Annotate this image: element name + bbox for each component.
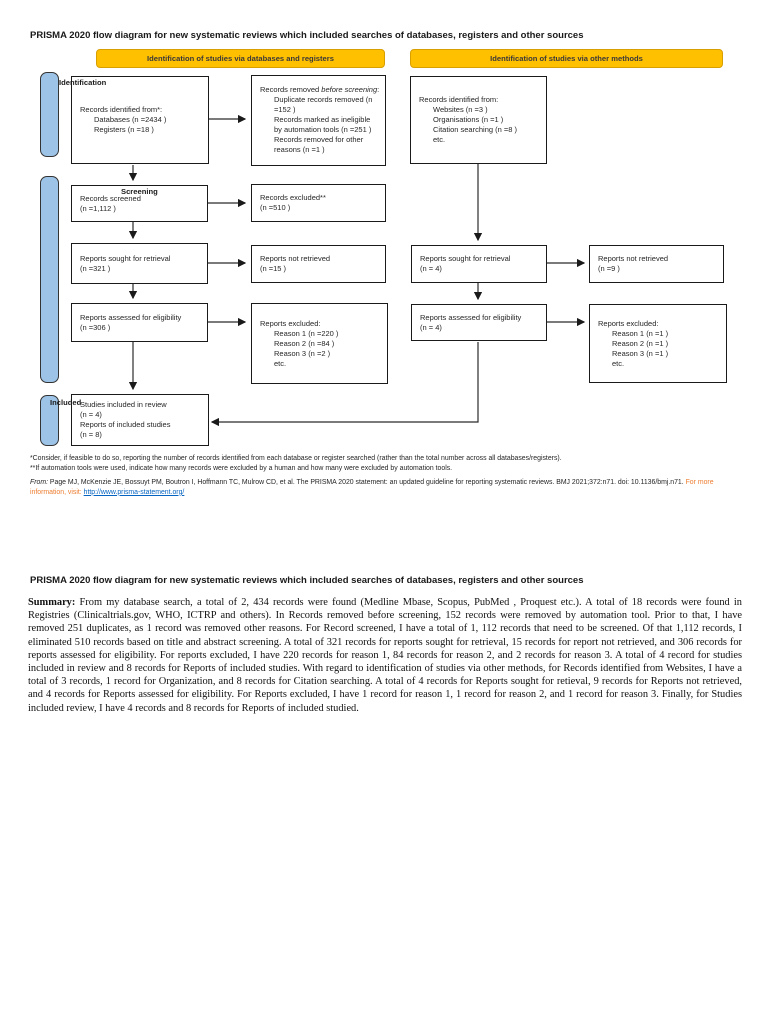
box-reports-assessed-eligibility: Reports assessed for eligibility (n =306…	[71, 303, 208, 342]
box-line: Reports not retrieved	[598, 254, 669, 263]
screening-stage-bar	[40, 176, 59, 383]
box-line: Records screened	[80, 193, 141, 203]
box-line: Reports of included studies	[80, 420, 171, 429]
box-records-identified-databases: Records identified from*: Databases (n =…	[71, 76, 209, 164]
box-other-reports-not-retrieved: Reports not retrieved (n =9 )	[589, 245, 724, 283]
box-reports-sought-retrieval: Reports sought for retrieval (n =321 )	[71, 243, 208, 284]
box-line: Records removed before screening:	[260, 85, 380, 94]
box-reports-not-retrieved: Reports not retrieved (n =15 )	[251, 245, 386, 283]
flow-arrows	[128, 114, 586, 427]
box-line: Reports excluded:	[260, 318, 321, 328]
box-reports-excluded-reasons: Reports excluded: Reason 1 (n =220 ) Rea…	[251, 303, 388, 384]
box-line: (n =9 )	[598, 264, 620, 273]
box-other-reports-sought: Reports sought for retrieval (n = 4)	[411, 245, 547, 283]
box-line: Records excluded**	[260, 193, 326, 202]
box-line: (n = 4)	[420, 322, 442, 332]
banner-databases-registers: Identification of studies via databases …	[96, 49, 385, 68]
box-line: (n =306 )	[80, 322, 111, 332]
box-studies-included: Studies included in review (n = 4) Repor…	[71, 394, 209, 446]
box-other-reports-assessed: Reports assessed for eligibility (n = 4)	[411, 304, 547, 341]
stage-label-included: Included	[50, 398, 82, 407]
summary-text: From my database search, a total of 2, 4…	[28, 597, 742, 714]
box-line: (n = 4)	[420, 264, 442, 273]
box-records-excluded: Records excluded** (n =510 )	[251, 184, 386, 222]
summary-label: Summary:	[28, 597, 76, 608]
box-line: Reason 3 (n =1 )	[612, 348, 669, 358]
box-line: Registers (n =18 )	[94, 125, 154, 134]
stage-label-identification: Identification	[59, 78, 107, 87]
box-line: Reports not retrieved	[260, 254, 331, 263]
box-line: Organisations (n =1 )	[433, 115, 504, 124]
prisma-statement-link[interactable]: http://www.prisma-statement.org/	[83, 488, 185, 496]
from-label: From:	[30, 479, 48, 487]
box-line: etc.	[433, 135, 446, 144]
citation: From: Page MJ, McKenzie JE, Bossuyt PM, …	[30, 478, 744, 497]
box-line: Reason 1 (n =220 )	[274, 328, 339, 338]
box-line: (n =1,112 )	[80, 203, 116, 213]
box-other-reports-excluded: Reports excluded: Reason 1 (n =1 ) Reaso…	[589, 304, 727, 383]
box-line: Records removed for other reasons (n =1 …	[274, 135, 364, 154]
box-line: Reports assessed for eligibility	[80, 312, 182, 322]
box-line: Reports sought for retrieval	[80, 253, 171, 263]
box-line: (n =510 )	[260, 203, 291, 212]
box-line: Reason 2 (n =1 )	[612, 338, 669, 348]
box-line: (n =15 )	[260, 264, 287, 273]
box-line: Duplicate records removed (n =152 )	[274, 95, 373, 114]
box-records-screened: Records screened (n =1,112 )	[71, 185, 208, 222]
box-line: (n = 8)	[80, 430, 102, 439]
summary-section-title: PRISMA 2020 flow diagram for new systema…	[30, 575, 584, 586]
box-line: Records marked as ineligible by automati…	[274, 115, 372, 134]
box-line: Records identified from*:	[80, 105, 163, 114]
box-records-removed-before-screening: Records removed before screening: Duplic…	[251, 75, 386, 166]
identification-stage-bar	[40, 72, 59, 157]
box-line: (n = 4)	[80, 410, 102, 419]
box-line: Records identified from:	[419, 95, 499, 104]
box-line: Reports excluded:	[598, 318, 659, 328]
box-line: Reason 3 (n =2 )	[274, 348, 331, 358]
box-line: Studies included in review	[80, 400, 167, 409]
box-line: Reports assessed for eligibility	[420, 312, 522, 322]
footnote-automation: **If automation tools were used, indicat…	[30, 464, 453, 472]
box-line: (n =321 )	[80, 263, 111, 273]
box-line: Citation searching (n =8 )	[433, 125, 518, 134]
box-line: Websites (n =3 )	[433, 105, 488, 114]
box-line: Reports sought for retrieval	[420, 254, 511, 263]
more-info-text: For more information, visit:	[30, 479, 714, 496]
citation-text: Page MJ, McKenzie JE, Bossuyt PM, Boutro…	[48, 479, 686, 487]
stage-label-screening: Screening	[121, 187, 158, 196]
summary-paragraph: Summary: From my database search, a tota…	[28, 596, 742, 715]
footnotes: *Consider, if feasible to do so, reporti…	[30, 454, 744, 497]
box-line: Reason 1 (n =1 )	[612, 328, 669, 338]
box-line: Reason 2 (n =84 )	[274, 338, 335, 348]
included-stage-bar	[40, 395, 59, 446]
box-line: etc.	[274, 358, 287, 368]
box-line: Databases (n =2434 )	[94, 115, 167, 124]
box-line: etc.	[612, 358, 625, 368]
footnote-consider: *Consider, if feasible to do so, reporti…	[30, 455, 562, 462]
banner-other-methods: Identification of studies via other meth…	[410, 49, 723, 68]
diagram-title: PRISMA 2020 flow diagram for new systema…	[30, 30, 584, 41]
box-records-identified-other: Records identified from: Websites (n =3 …	[410, 76, 547, 164]
